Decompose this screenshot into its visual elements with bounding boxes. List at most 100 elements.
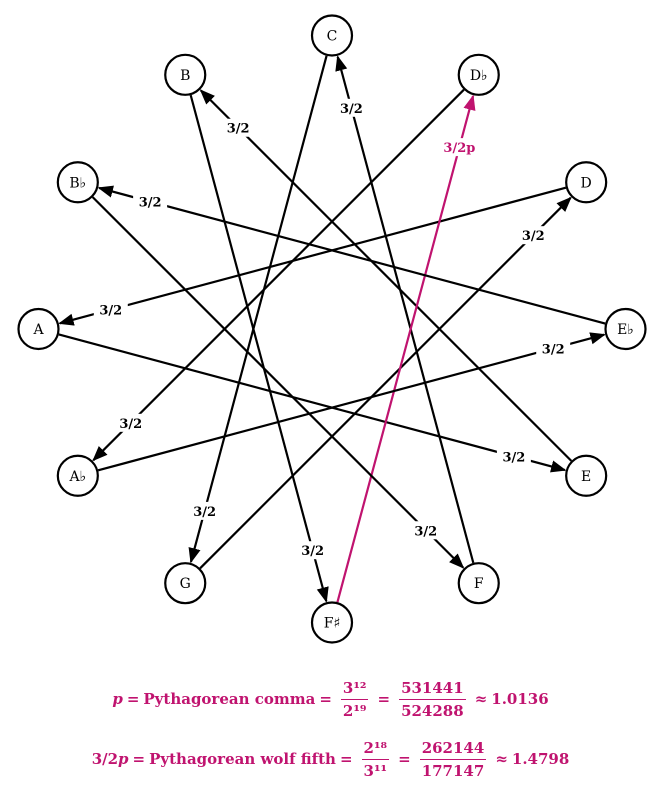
ratio-label: 3/2 [502, 450, 525, 465]
note-label: F♯ [324, 616, 341, 632]
denominator: 3¹¹ [363, 761, 388, 780]
fifth-arrow [97, 185, 606, 325]
numerator: 262144 [419, 739, 487, 760]
fifth-arrow [188, 55, 328, 564]
note-node: E♭ [604, 307, 647, 351]
note-circle [457, 53, 500, 96]
denominator: 177147 [421, 761, 485, 780]
diagram-canvas: 3/2 3/2 3/2 3/2 3/2 3/2 3/2 3/2p 3/2 3/2 3/2 3/2 C D… [17, 14, 647, 644]
wolf-lhs: 3/2p [92, 750, 129, 768]
label-background [133, 192, 168, 211]
wolf-approx-value: 1.4798 [511, 750, 570, 768]
denominator: 2¹⁹ [342, 701, 367, 720]
label-background [334, 98, 369, 117]
denominator: 524288 [401, 701, 464, 720]
note-node: F [457, 562, 500, 605]
comma-approx-value: 1.0136 [491, 690, 549, 708]
label-background [113, 413, 148, 432]
note-label: E♭ [617, 322, 634, 338]
note-node: A [17, 307, 60, 351]
note-label: B [180, 68, 190, 84]
note-node: F♯ [310, 601, 354, 644]
label-background [93, 300, 128, 319]
note-label: E [581, 469, 591, 485]
comma-lhs: p [112, 690, 123, 708]
note-node: B♭ [56, 161, 99, 204]
label-background [295, 541, 330, 560]
equals: = [339, 750, 353, 768]
ratio-label: 3/2 [542, 342, 565, 357]
note-circle [164, 53, 207, 96]
note-node: C [310, 14, 354, 57]
label-background [187, 501, 222, 520]
note-node: B [164, 53, 207, 96]
note-node: D [565, 161, 608, 204]
note-circle [457, 562, 500, 605]
wolf-lhs-ratio: 3/2 [91, 750, 119, 768]
label-background [516, 226, 551, 245]
equals: = [319, 690, 332, 708]
note-circle [604, 307, 647, 351]
note-node: A♭ [56, 454, 99, 497]
ratio-label: 3/2 [119, 417, 142, 432]
label-background [221, 118, 256, 137]
note-circle [310, 14, 354, 57]
comma-name: Pythagorean comma [143, 690, 316, 708]
note-label: D♭ [470, 68, 488, 84]
fifth-arrow [335, 55, 475, 564]
ratio-label: 3/2 [227, 122, 250, 137]
fifth-arrow [97, 332, 606, 472]
note-circle [565, 161, 608, 204]
equals: = [377, 690, 391, 708]
numerator: 531441 [399, 679, 466, 700]
fifth-arrow [58, 186, 567, 326]
ratio-label: 3/2 [139, 196, 162, 211]
note-label: B♭ [69, 175, 86, 191]
note-label: C [327, 29, 338, 45]
numerator: 3¹² [340, 679, 369, 700]
ratio-label: 3/2 [193, 505, 216, 520]
label-background [442, 138, 477, 157]
label-background [536, 339, 571, 358]
fifth-arrow [58, 333, 567, 473]
ratio-label: 3/2 [522, 229, 545, 244]
note-label: G [180, 576, 191, 592]
fifth-arrow [199, 89, 573, 462]
ratio-label: 3/2 [414, 524, 437, 539]
note-label: D [581, 175, 592, 191]
wolf-fifth-arrow [336, 94, 476, 603]
ratio-label: 3/2 [99, 304, 122, 319]
equals: = [132, 750, 146, 768]
label-background [496, 447, 531, 466]
fifth-arrow [189, 94, 329, 603]
note-label: F [474, 576, 484, 592]
equals: = [398, 750, 411, 768]
note-circle [56, 161, 99, 204]
ratio-label: 3/2 [301, 544, 324, 559]
wolf-name: Pythagorean wolf fifth [149, 750, 336, 768]
note-node: G [164, 562, 207, 605]
approx-sign: ≈ [495, 750, 508, 768]
note-node: E [565, 454, 608, 497]
fifth-arrow [199, 196, 572, 570]
label-background [408, 521, 443, 540]
ratio-label: 3/2 [340, 102, 363, 117]
equals: = [126, 690, 140, 708]
approx-sign: ≈ [474, 690, 488, 708]
note-circle [310, 601, 354, 644]
note-label: A♭ [68, 469, 86, 485]
note-circle [56, 454, 99, 497]
note-circle [565, 454, 608, 497]
note-circle [164, 562, 207, 605]
note-circle [17, 307, 60, 351]
note-label: A [32, 322, 44, 338]
numerator: 2¹⁸ [361, 739, 390, 760]
wolf-ratio-label: 3/2p [443, 141, 475, 156]
